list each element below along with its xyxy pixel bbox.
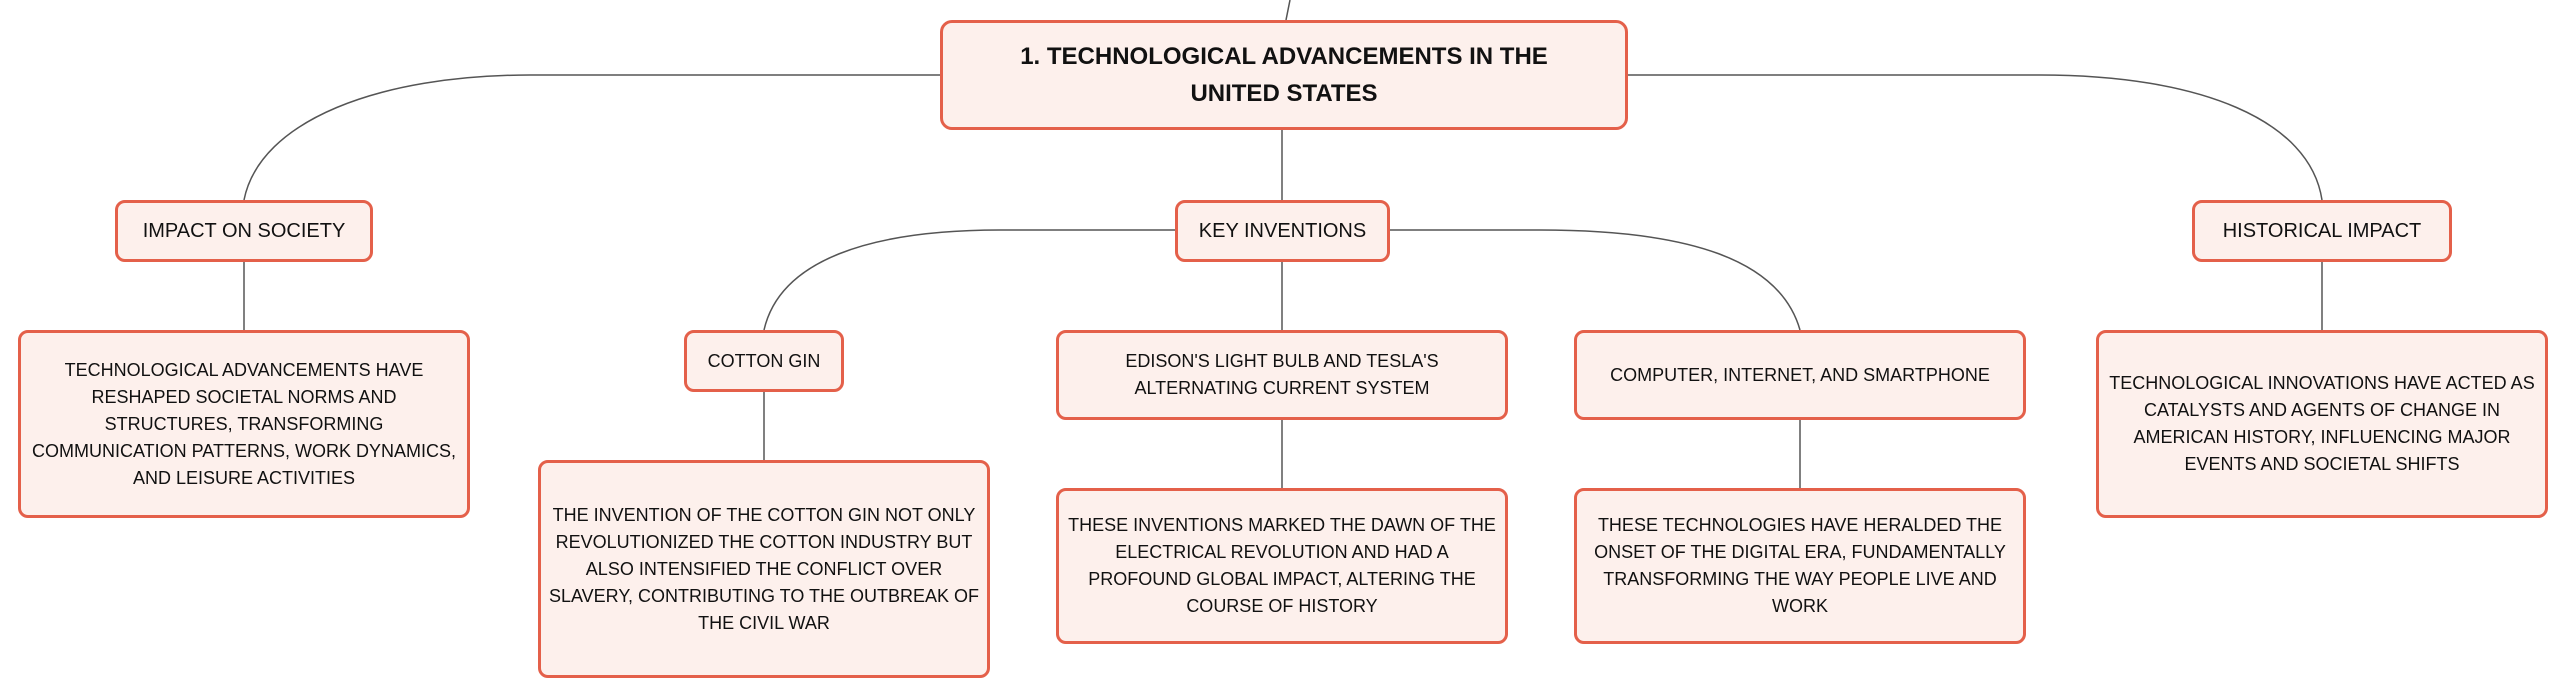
computer-description-node[interactable]: THESE TECHNOLOGIES HAVE HERALDED THE ONS… <box>1574 488 2026 644</box>
computer-description: THESE TECHNOLOGIES HAVE HERALDED THE ONS… <box>1594 515 2006 616</box>
connector-root-impact-on-society <box>243 74 940 201</box>
cotton-gin-node[interactable]: COTTON GIN <box>684 330 844 392</box>
impact-on-society-description-node[interactable]: TECHNOLOGICAL ADVANCEMENTS HAVE RESHAPED… <box>18 330 470 518</box>
root-node-label: 1. TECHNOLOGICAL ADVANCEMENTS IN THE UNI… <box>1020 43 1548 107</box>
cotton-gin-description: THE INVENTION OF THE COTTON GIN NOT ONLY… <box>548 504 980 633</box>
light-bulb-label: EDISON'S LIGHT BULB AND TESLA'S ALTERNAT… <box>1125 351 1439 398</box>
light-bulb-node[interactable]: EDISON'S LIGHT BULB AND TESLA'S ALTERNAT… <box>1056 330 1508 420</box>
key-inventions-label: KEY INVENTIONS <box>1198 220 1367 242</box>
key-inventions-node[interactable]: KEY INVENTIONS <box>1175 200 1390 262</box>
light-bulb-description-node[interactable]: THESE INVENTIONS MARKED THE DAWN OF THE … <box>1056 488 1508 644</box>
impact-on-society-label: IMPACT ON SOCIETY <box>142 220 346 242</box>
historical-impact-node[interactable]: HISTORICAL IMPACT <box>2192 200 2452 262</box>
cotton-gin-label: COTTON GIN <box>707 350 821 371</box>
cotton-gin-description-node[interactable]: THE INVENTION OF THE COTTON GIN NOT ONLY… <box>538 460 990 678</box>
computer-label: COMPUTER, INTERNET, AND SMARTPHONE <box>1610 364 1990 385</box>
historical-impact-description-node[interactable]: TECHNOLOGICAL INNOVATIONS HAVE ACTED AS … <box>2096 330 2548 518</box>
historical-impact-description: TECHNOLOGICAL INNOVATIONS HAVE ACTED AS … <box>2109 373 2535 474</box>
impact-on-society-node[interactable]: IMPACT ON SOCIETY <box>115 200 373 262</box>
impact-on-society-description: TECHNOLOGICAL ADVANCEMENTS HAVE RESHAPED… <box>31 359 456 488</box>
connector-root-historical-impact <box>1628 74 2323 201</box>
connector-key-inventions-cotton-gin <box>763 229 1175 331</box>
connector-key-inventions-computer <box>1390 229 1801 331</box>
connector-root-parent <box>1285 0 1291 21</box>
computer-node[interactable]: COMPUTER, INTERNET, AND SMARTPHONE <box>1574 330 2026 420</box>
light-bulb-description: THESE INVENTIONS MARKED THE DAWN OF THE … <box>1068 515 1496 616</box>
historical-impact-label: HISTORICAL IMPACT <box>2222 220 2422 242</box>
root-node[interactable]: 1. TECHNOLOGICAL ADVANCEMENTS IN THE UNI… <box>940 20 1628 130</box>
